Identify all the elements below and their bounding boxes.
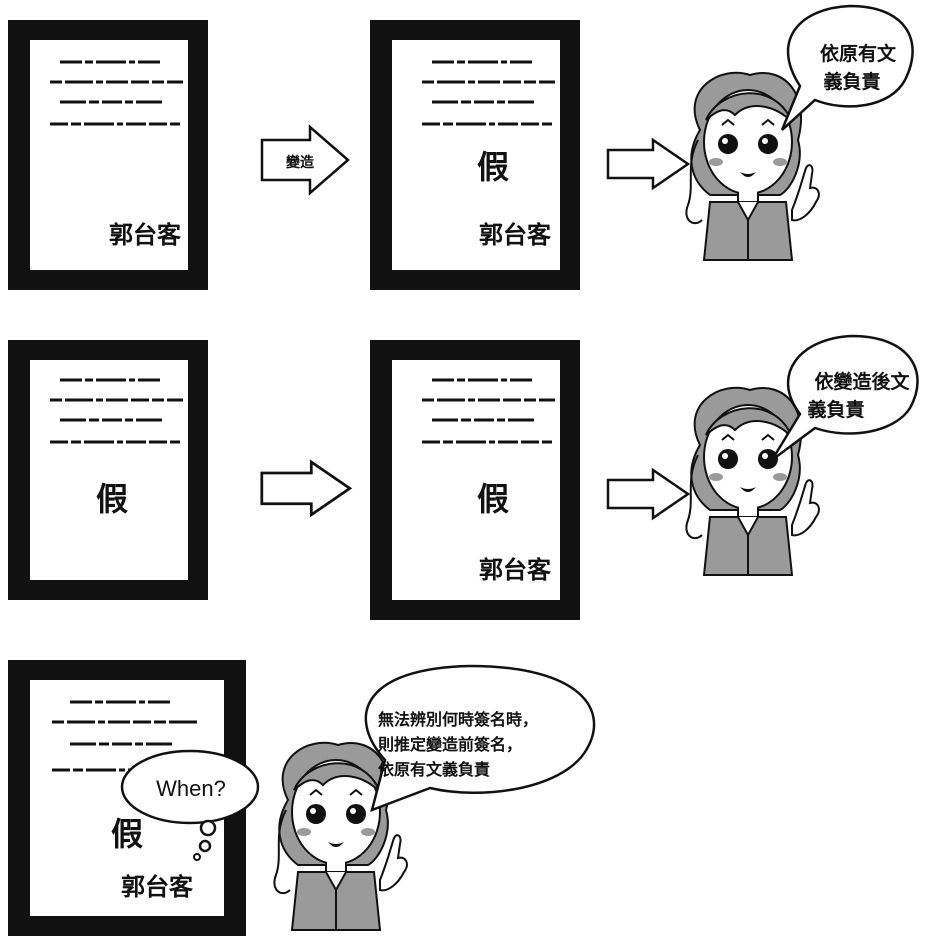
signature: 郭台客 — [121, 873, 194, 901]
speech-line-2: 則推定變造前簽名， — [378, 735, 522, 754]
fake-mark: 假 — [477, 148, 509, 186]
result-arrow — [606, 468, 690, 520]
speech-line-2: 義負責 — [807, 398, 864, 421]
alter-arrow-label: 變造 — [286, 154, 314, 171]
altered-document-page — [392, 40, 560, 270]
fake-mark: 假 — [477, 480, 509, 518]
sign-arrow — [260, 460, 352, 517]
speech-line-3: 依原有文義負責 — [378, 760, 490, 779]
pre-altered-document-page — [30, 360, 188, 580]
speech-bubble: 無法辨別何時簽名時， 則推定變造前簽名， 依原有文義負責 — [364, 664, 596, 813]
speech-line-1: 無法辨別何時簽名時， — [378, 710, 538, 729]
row-3: 假 郭台客 When? 無法辨別何時簽名時， 則推定變造前簽名， 依原有文義負責 — [8, 660, 596, 936]
thought-text: When? — [156, 776, 226, 801]
alter-arrow: 變造 — [260, 124, 350, 196]
original-document-page — [30, 40, 188, 270]
row-1: 郭台客 變造 假 郭台客 依原有文 義負責 — [8, 4, 914, 290]
speech-line-2: 義負責 — [823, 70, 880, 93]
signature: 郭台客 — [479, 221, 552, 249]
thought-bubble: When? — [120, 749, 260, 861]
fake-mark: 假 — [96, 480, 128, 518]
speech-line-1: 依原有文 — [820, 42, 897, 65]
speech-bubble: 依變造後文 義負責 — [770, 334, 919, 462]
speech-bubble: 依原有文 義負責 — [780, 4, 914, 131]
result-arrow — [606, 138, 690, 190]
signature: 郭台客 — [479, 556, 552, 584]
fake-mark: 假 — [111, 815, 143, 853]
signature: 郭台客 — [109, 221, 182, 249]
row-2: 假 假 郭台客 依變造後文 義負責 — [8, 334, 919, 620]
speech-line-1: 依變造後文 — [814, 370, 910, 393]
